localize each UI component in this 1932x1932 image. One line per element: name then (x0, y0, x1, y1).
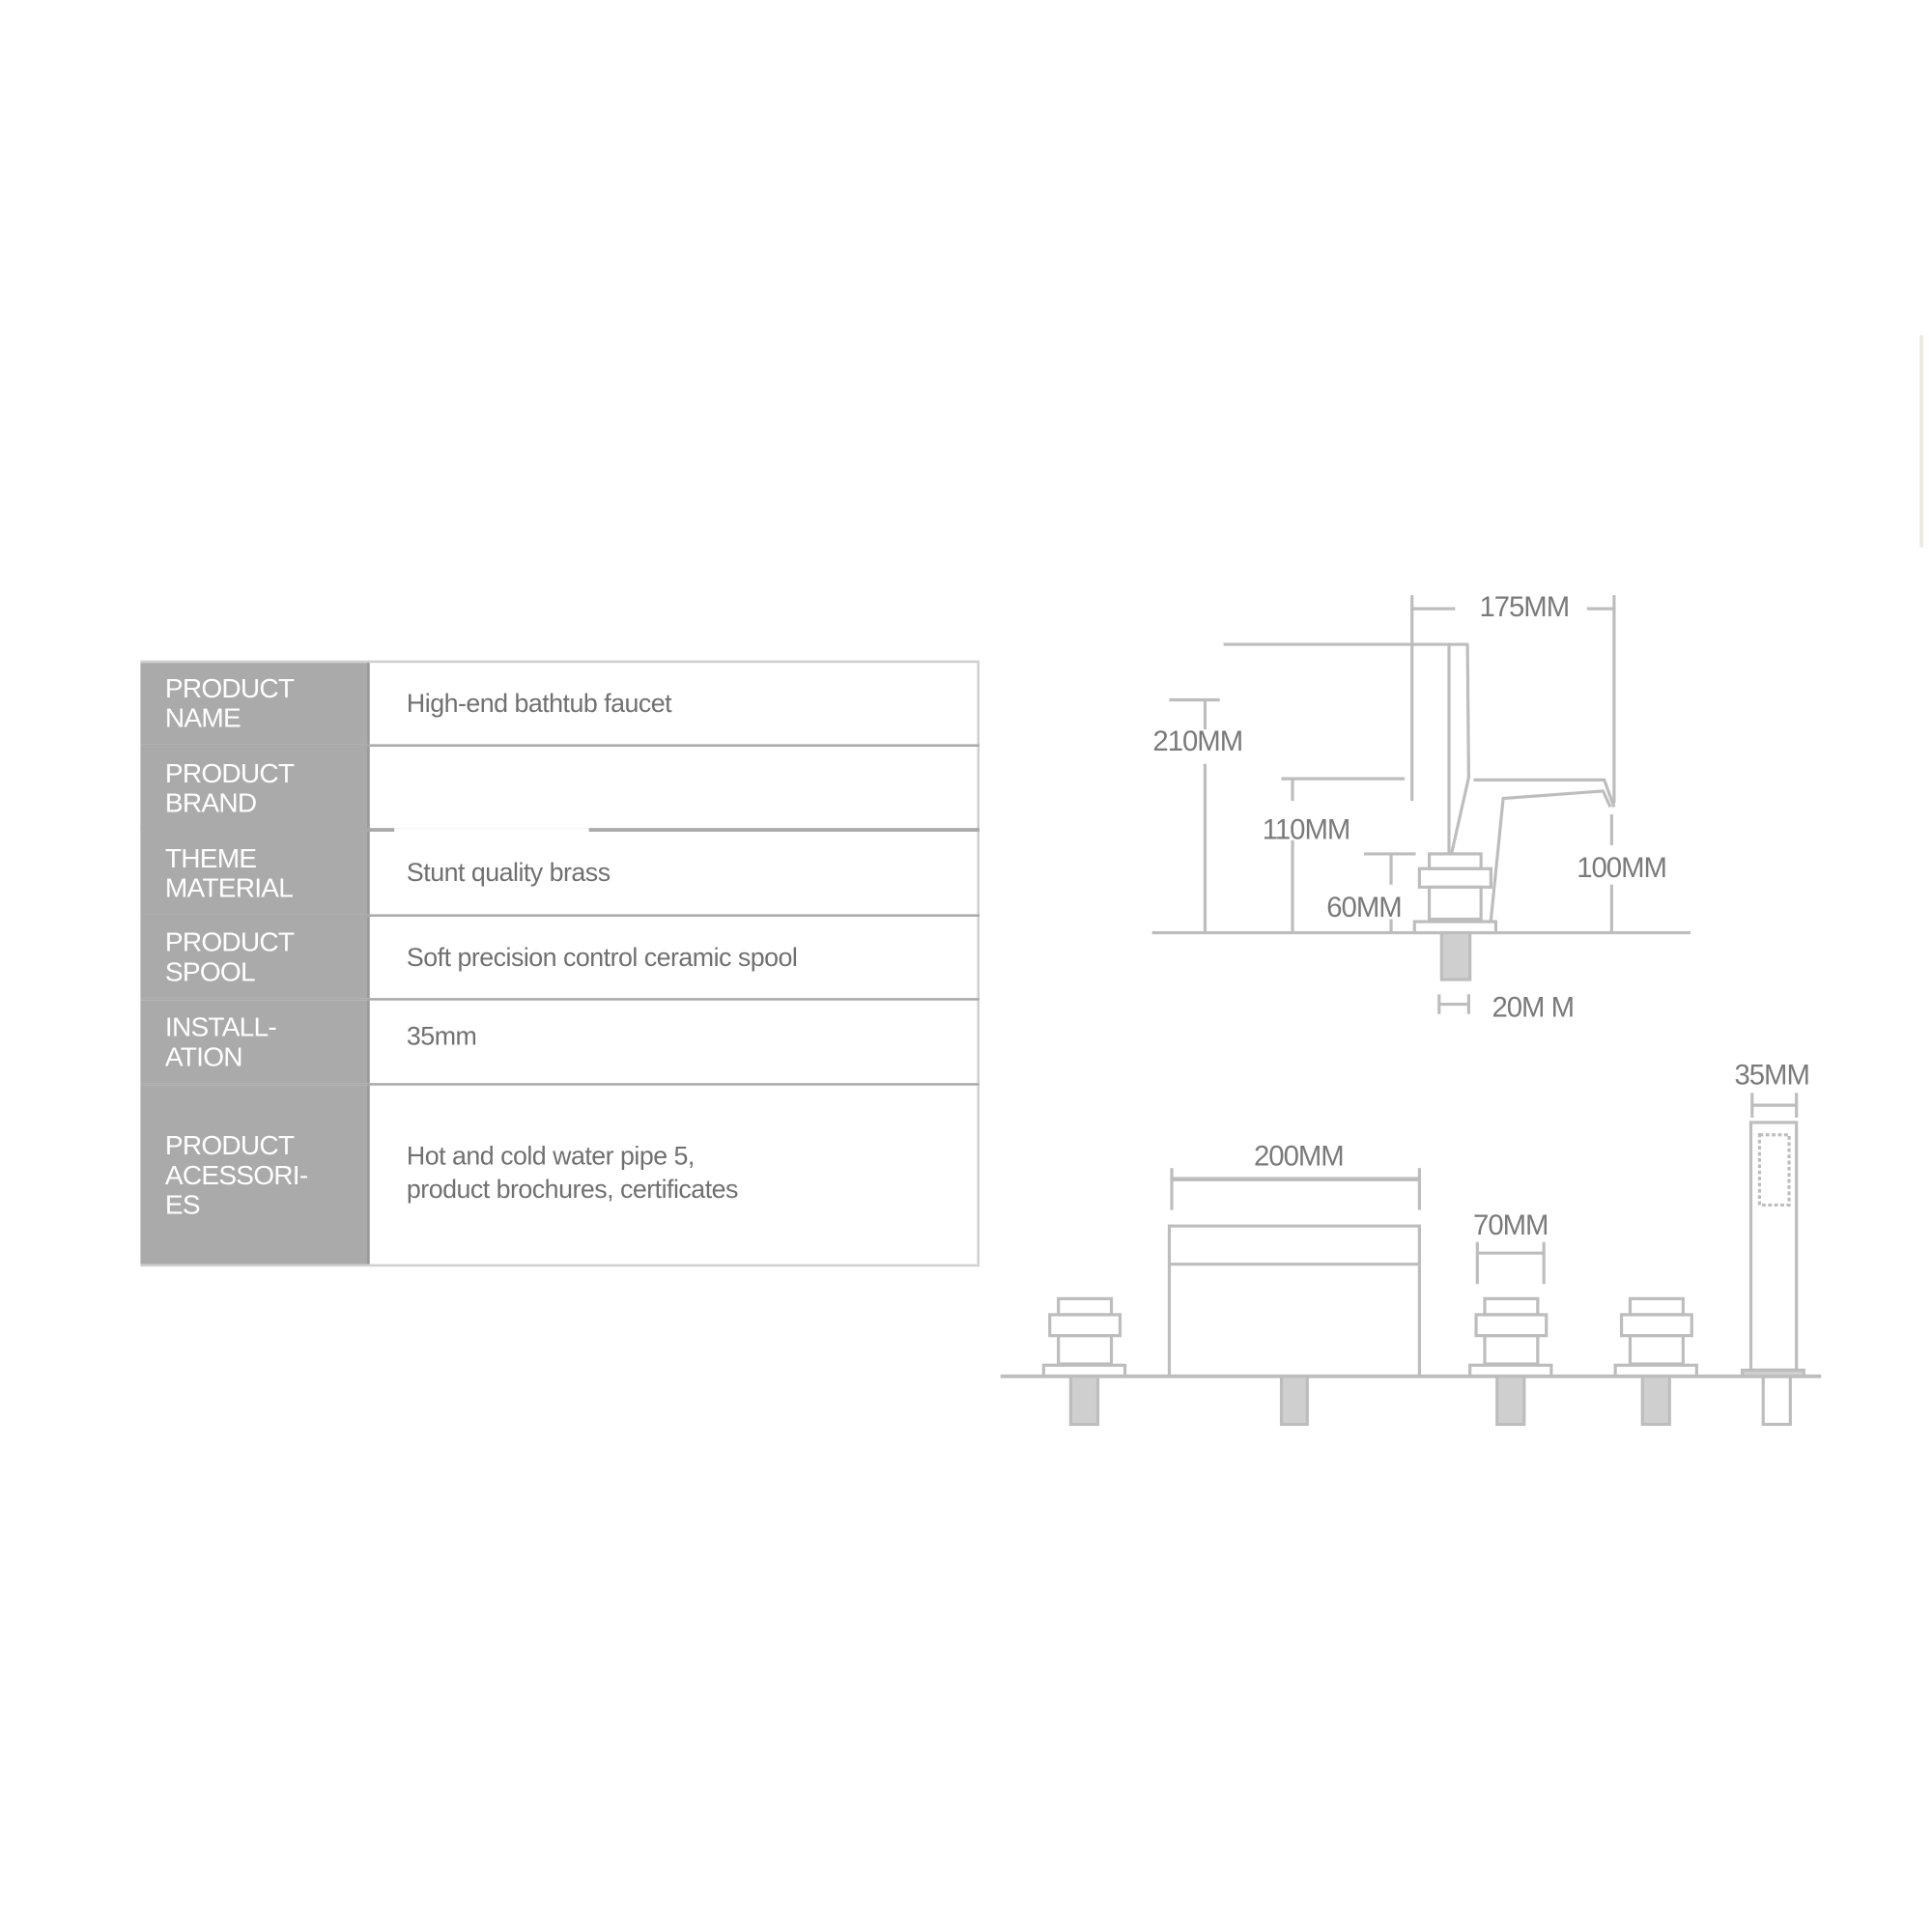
row-label: INSTALL- ATION (140, 1000, 370, 1084)
row-label: PRODUCT BRAND (140, 746, 370, 831)
handle-part (1068, 1375, 1100, 1427)
table-row-name: PRODUCT NAME High-end bathtub faucet (140, 663, 980, 747)
threaded-pipe (1439, 930, 1472, 981)
valve-handle (1468, 1296, 1553, 1427)
row-label: THEME MATERIAL (140, 831, 370, 915)
table-row-spool: PRODUCT SPOOL Soft precision control cer… (140, 916, 980, 1001)
row-label: PRODUCT ACESSORI- ES (140, 1085, 370, 1264)
front-view: 200MM 70MM 35MM (1000, 1059, 1822, 1427)
side-view: 175MM 210MM 110MM 60MM (1151, 591, 1690, 1023)
dim-label: 210MM (1152, 725, 1242, 757)
row-label: PRODUCT SPOOL (140, 916, 370, 999)
row-value: Hot and cold water pipe 5, product broch… (370, 1085, 980, 1264)
row-value: High-end bathtub faucet (370, 663, 980, 745)
handle-part (1474, 1313, 1548, 1338)
row-value: Soft precision control ceramic spool (370, 916, 980, 999)
handle-part (1640, 1375, 1671, 1427)
valve-handle (1613, 1296, 1698, 1427)
dim-label: 110MM (1263, 814, 1350, 846)
shower-spray-face (1757, 1133, 1791, 1208)
dim-label: 100MM (1577, 852, 1666, 884)
dim-label: 200MM (1254, 1141, 1344, 1173)
edge-divider (1919, 334, 1924, 548)
divider-gap (394, 828, 589, 834)
dim-label: 20M M (1492, 991, 1574, 1023)
handle-part (1057, 1334, 1114, 1366)
table-row-material: THEME MATERIAL Stunt quality brass (140, 831, 980, 917)
handle-part (1628, 1334, 1685, 1366)
threaded-pipe (1279, 1375, 1309, 1427)
dim-label: 60MM (1326, 892, 1401, 923)
handle-part (1057, 1296, 1114, 1317)
row-value: 35mm (370, 1000, 980, 1084)
handle-part (1483, 1296, 1540, 1317)
shower-hose-connector (1761, 1375, 1792, 1427)
handle-part (1628, 1296, 1685, 1317)
handle-part (1619, 1313, 1693, 1338)
spec-table: PRODUCT NAME High-end bathtub faucet PRO… (140, 660, 980, 1267)
dim-label: 35MM (1734, 1059, 1808, 1091)
hand-shower (1748, 1121, 1799, 1372)
handle-part (1483, 1334, 1540, 1366)
row-label: PRODUCT NAME (140, 663, 370, 745)
valve-handle (1041, 1296, 1127, 1427)
row-value (370, 746, 980, 831)
table-row-installation: INSTALL- ATION 35mm (140, 1000, 980, 1086)
handle-part (1048, 1313, 1122, 1338)
table-row-brand: PRODUCT BRAND (140, 746, 980, 831)
faucet-cap (1427, 852, 1483, 870)
handle-part (1495, 1375, 1526, 1427)
dim-label: 70MM (1473, 1209, 1548, 1241)
waterfall-spout (1167, 1224, 1421, 1378)
dim-label: 175MM (1479, 591, 1569, 623)
row-value: Stunt quality brass (370, 831, 980, 915)
table-row-accessories: PRODUCT ACESSORI- ES Hot and cold water … (140, 1085, 980, 1267)
